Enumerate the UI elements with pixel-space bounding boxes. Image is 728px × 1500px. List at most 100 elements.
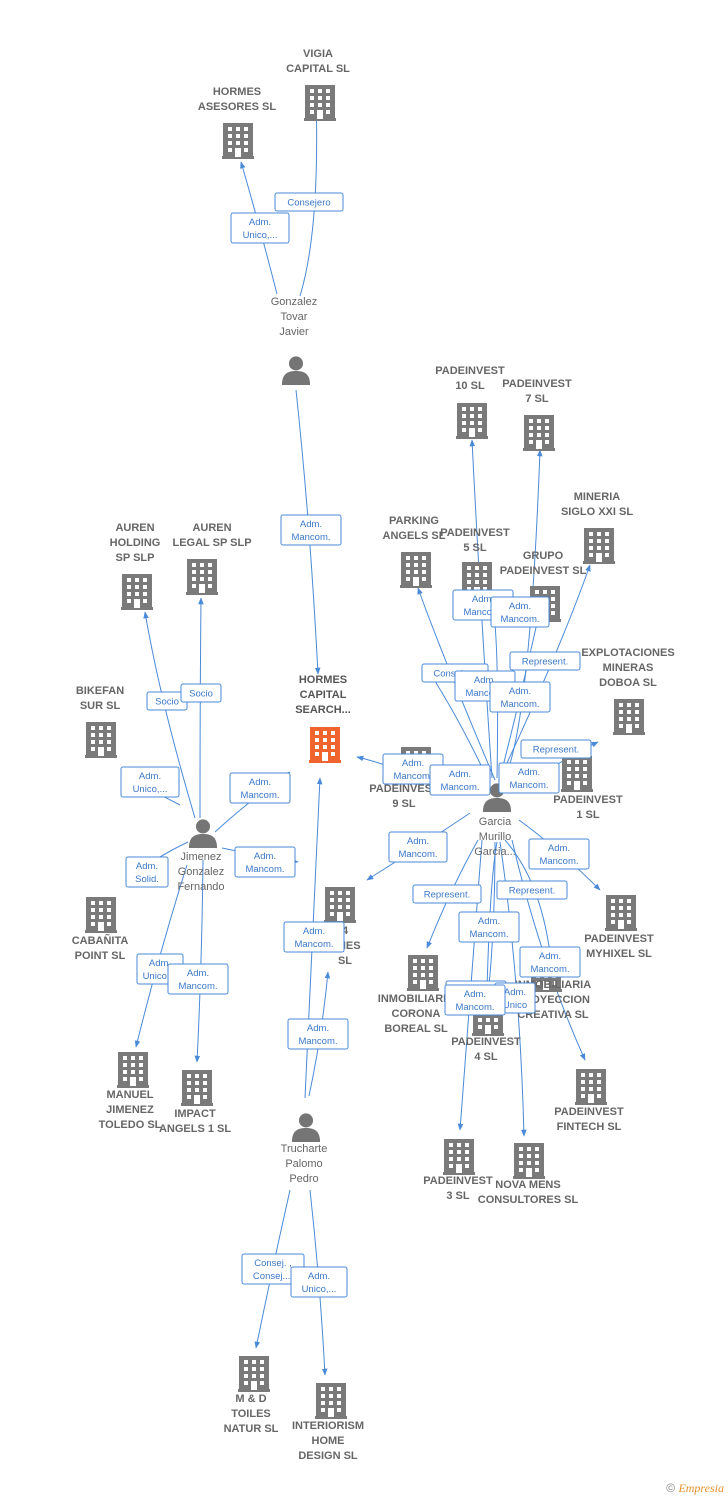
edge-label[interactable]: Represent. [509,651,581,671]
edge-label-text: Adm. [548,843,570,854]
edge-label-box [230,212,290,244]
node-label: TOLEDO SL [99,1119,162,1131]
focus-company-node[interactable]: HORMESCAPITALSEARCH... [295,674,351,763]
edge-label[interactable]: Adm.Unico,... [230,212,290,244]
edge-label[interactable]: Adm.Mancom. [519,946,581,978]
edge-label[interactable]: Consejero [274,192,344,212]
edge-label[interactable]: Represent. [496,880,568,900]
edge-label-text: Mancom. [530,964,569,975]
edge-label[interactable]: Adm.Mancom. [528,838,590,870]
edge-label-box [234,846,296,878]
building-icon [186,559,218,595]
edge-label-text: Adm. [504,987,526,998]
edge-label-text: Solid. [135,874,159,885]
edge-label[interactable]: Adm.Mancom. [280,514,342,546]
edge-label[interactable]: Adm.Mancom. [489,681,551,713]
edge-label[interactable]: Adm.Mancom. [382,753,444,785]
edge-label[interactable]: Adm.Mancom. [229,772,291,804]
edge-label-text: Unico,... [243,230,278,241]
edge-label[interactable]: Adm.Mancom. [490,596,550,628]
edge-label-box [290,1266,348,1298]
edge-label-box [528,838,590,870]
node-label: CABAÑITA [72,934,129,947]
edge-label[interactable]: Adm.Mancom. [167,963,229,995]
edge-label[interactable]: Adm. Solid. [125,856,169,888]
edge-label-text: Adm. [149,958,171,969]
node-label: MANUEL [106,1089,153,1101]
edge-label-box [388,831,448,863]
edge-label[interactable]: Adm.Mancom. [283,921,345,953]
edge-label-text: Represent. [522,657,568,668]
person-node[interactable]: GarciaMurilloGarcia... [474,783,516,858]
edge-label[interactable]: Adm.Mancom. [458,911,520,943]
node-label: MINERAS [603,662,654,674]
edge-label-text: Mancom. [178,981,217,992]
node-label: INMOBILIARIA [378,993,454,1005]
edge-label[interactable]: Socio [180,683,222,703]
building-icon [561,756,593,792]
edge-label-text: Adm. [518,767,540,778]
node-label: PADEINVEST [435,365,505,377]
node-label: TOILES [231,1408,271,1420]
edge-label-text: Mancom. [440,782,479,793]
node-label: DOBOA SL [599,677,657,689]
edge-label-text: Mancom. [509,780,548,791]
node-label: INTERIORISM [292,1420,364,1432]
node-label: MYHIXEL SL [586,948,652,960]
edge-label-text: Adm. [509,686,531,697]
edge-label[interactable]: Adm.Mancom. [388,831,448,863]
edge-label[interactable]: Adm.Mancom. [234,846,296,878]
edge-label[interactable]: Adm.Mancom. [444,984,506,1016]
edge-label[interactable]: Adm.Mancom. [287,1018,349,1050]
edge-label-box [498,762,560,794]
edge-label-box [180,683,222,703]
edge-label-box [287,1018,349,1050]
node-label: NATUR SL [224,1423,279,1435]
edge-label-box [229,772,291,804]
edge-label[interactable]: Adm.Unico,... [120,766,180,798]
edge-label[interactable]: Adm. Mancom. [498,762,560,794]
edge-label[interactable]: Adm.Mancom. [429,764,491,796]
edge-label[interactable]: Adm.Unico,... [290,1266,348,1298]
edge-label-box [444,984,506,1016]
edge-label-box [496,880,568,900]
node-label: BIKEFAN [76,685,124,697]
node-label: PARKING [389,515,439,527]
node-label: 4 [342,925,349,937]
edge-label[interactable]: Represent. [412,884,482,904]
edge-label-text: Adm. [136,861,158,872]
building-icon [605,895,637,931]
footer-brand[interactable]: © Empresia [666,1481,724,1496]
edge-label-box [167,963,229,995]
person-icon [281,356,311,385]
edge-label[interactable]: Represent. [520,739,592,759]
